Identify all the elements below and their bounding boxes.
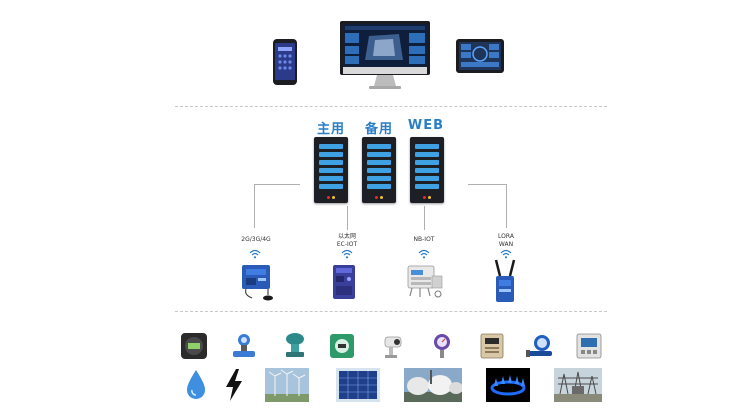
gas-flame-icon <box>486 368 530 402</box>
wifi-icon <box>341 249 353 259</box>
water-meter-icon <box>526 335 552 357</box>
tablet-icon <box>456 39 504 73</box>
connector-lora-h <box>468 184 506 185</box>
divider-bottom <box>175 311 607 312</box>
wifi-icon <box>500 249 512 259</box>
connector-cellular-h <box>254 184 300 185</box>
power-meter-icon <box>576 333 602 359</box>
connector-lora-v <box>506 184 507 228</box>
primary-server-rack <box>314 137 348 203</box>
pressure-gauge-icon <box>434 334 450 358</box>
web-server-rack <box>410 137 444 203</box>
camera-icon <box>384 336 402 358</box>
lora-label-line1: LORA <box>498 233 514 240</box>
web-server-label: WEB <box>407 118 445 133</box>
primary-server-label: 主用 <box>316 122 345 137</box>
valve-meter-icon <box>330 334 354 358</box>
divider-top <box>175 106 607 107</box>
cellular-label: 2G/3G/4G <box>241 236 271 243</box>
backup-server-rack <box>362 137 396 203</box>
wind-farm-icon <box>265 368 309 402</box>
pressure-transmitter-icon <box>286 333 304 357</box>
connector-nbiot-v <box>424 206 425 230</box>
oil-tank-icon <box>404 368 462 402</box>
substation-icon <box>554 368 602 402</box>
water-drop-icon <box>187 370 205 399</box>
nbiot-module-icon <box>407 265 443 298</box>
energy-meter-icon <box>480 333 504 359</box>
4g-gateway-icon <box>242 265 273 301</box>
backup-server-label: 备用 <box>364 122 393 137</box>
wifi-icon <box>249 249 261 259</box>
connector-ethernet-v <box>347 206 348 230</box>
smartphone-icon <box>273 39 297 85</box>
solar-panel-icon <box>336 368 380 402</box>
nbiot-label: NB-IOT <box>413 236 435 243</box>
desktop-monitor-icon <box>340 21 430 89</box>
ethernet-label-line2: EC-IOT <box>336 241 358 248</box>
lora-gateway-icon <box>494 259 516 302</box>
ethernet-gateway-icon <box>333 265 355 299</box>
ethernet-label-line1: 以太网 <box>337 233 356 240</box>
meter-icon <box>181 333 207 359</box>
wifi-icon <box>418 249 430 259</box>
connector-cellular-v <box>254 184 255 228</box>
lora-label-line2: WAN <box>498 241 514 248</box>
flowmeter-icon <box>233 334 255 357</box>
lightning-icon <box>226 369 242 401</box>
